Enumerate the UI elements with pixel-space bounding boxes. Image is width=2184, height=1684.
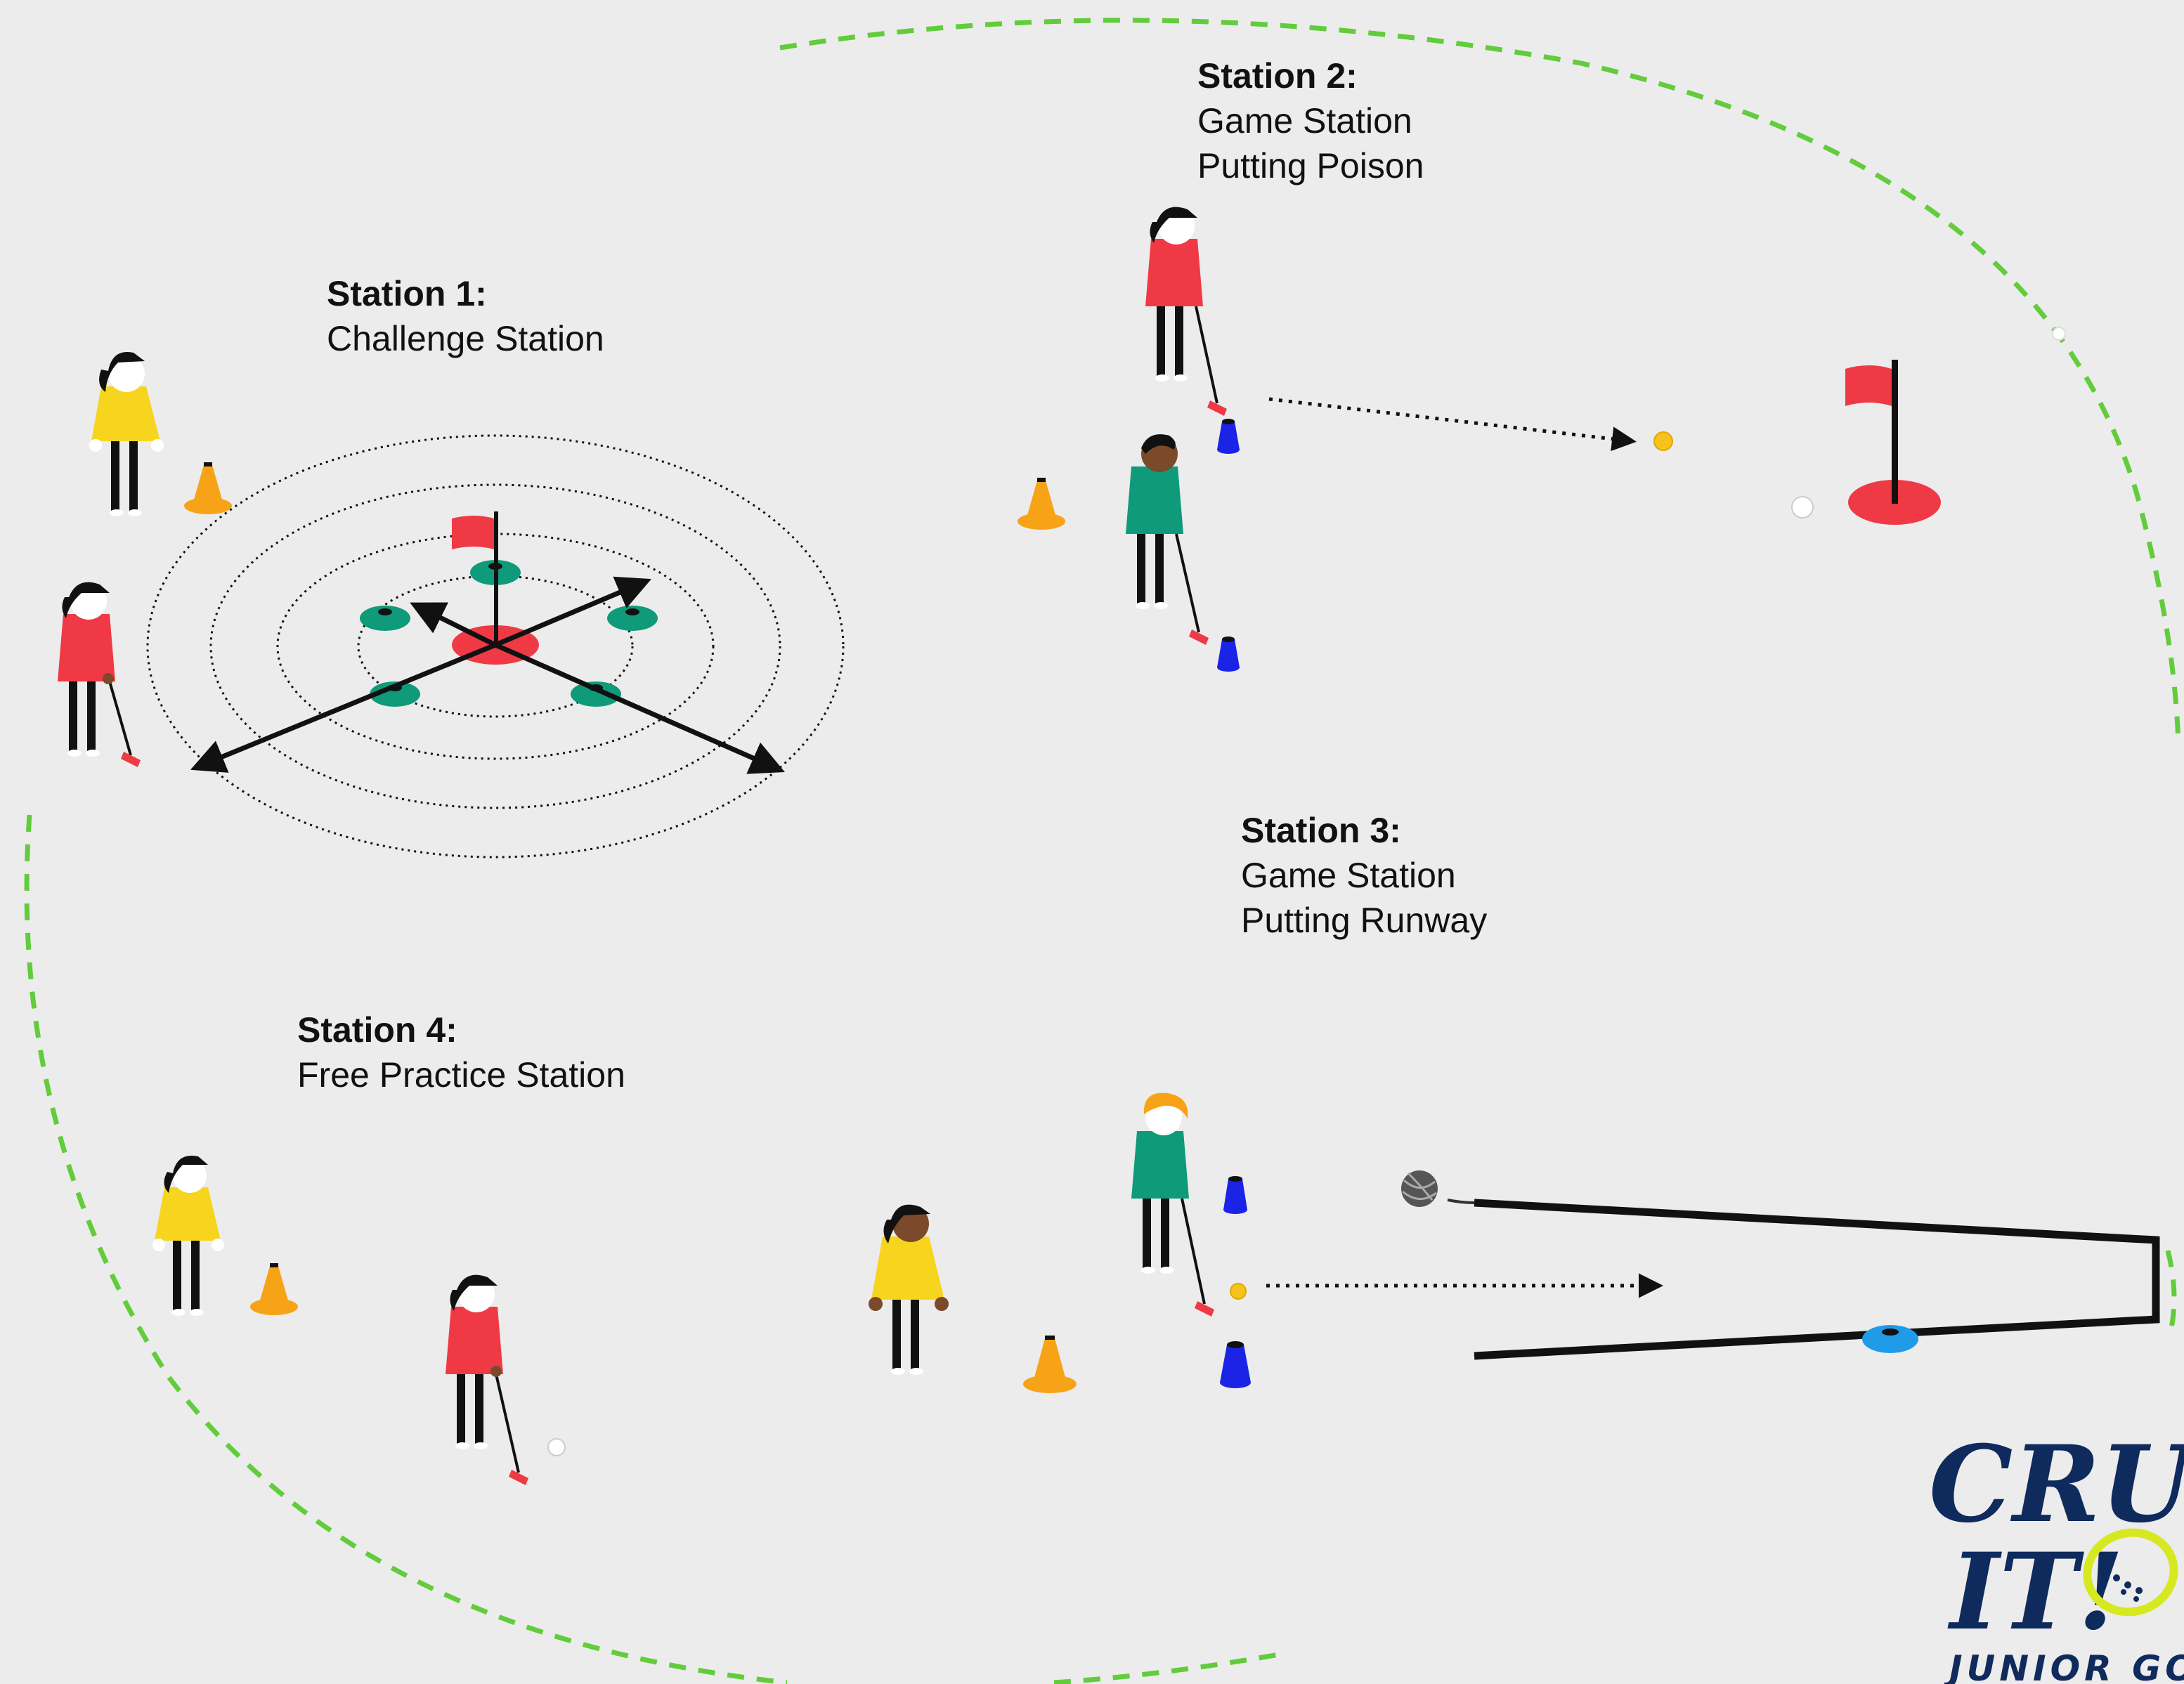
station-3-game-name: Putting Runway (1241, 901, 1488, 940)
runway-rope (1474, 1199, 2160, 1360)
station-1-title: Station 1: (327, 274, 487, 313)
golf-ball (2052, 327, 2066, 341)
player-yellow (152, 1156, 224, 1316)
light-blue-disc (1862, 1325, 1918, 1353)
golf-ball (547, 1438, 566, 1456)
player-yellow (869, 1204, 949, 1375)
station-4-description: Free Practice Station (297, 1055, 625, 1095)
logo-line1: CRUSH (1929, 1423, 2184, 1546)
player-red-putting (446, 1274, 528, 1485)
station-4-label: Station 4: Free Practice Station (297, 1007, 625, 1097)
player-teal-putting (1126, 434, 1209, 645)
player-red-putting (1145, 207, 1227, 416)
orange-cones (184, 462, 1077, 1393)
teal-disc-cones (360, 560, 658, 707)
station-2-type: Game Station (1197, 101, 1412, 141)
boundary-arc-right (2165, 1250, 2177, 1329)
golf-ball-logo-mark (2083, 1528, 2178, 1617)
boundary-arc-left (24, 814, 788, 1684)
station-3-label: Station 3: Game Station Putting Runway (1241, 808, 1487, 943)
direction-arrows (190, 576, 785, 774)
station-3-title: Station 3: (1241, 811, 1401, 850)
station-3-type: Game Station (1241, 856, 1456, 895)
player-teal-putting (1131, 1092, 1214, 1317)
boundary-arc-bottom (1053, 1652, 1280, 1684)
station-2-label: Station 2: Game Station Putting Poison (1197, 53, 1424, 188)
yellow-ball (1653, 431, 1673, 451)
yarn-ball (1401, 1170, 1438, 1207)
station-1-label: Station 1: Challenge Station (327, 271, 604, 361)
crush-it-logo: CRUSH IT! JUNIOR GOLF (1929, 1423, 2184, 1684)
station-2-title: Station 2: (1197, 56, 1358, 96)
flag-station1 (452, 511, 498, 645)
player-red-putting (58, 582, 141, 767)
boundary-arc-top (779, 18, 2181, 745)
station-2-game-name: Putting Poison (1197, 146, 1424, 185)
station-1-description: Challenge Station (327, 319, 604, 358)
station-4-title: Station 4: (297, 1010, 457, 1050)
yellow-ball (1230, 1283, 1247, 1300)
golf-ball (1791, 496, 1814, 518)
flag-station2 (1845, 360, 1898, 504)
player-yellow (89, 352, 164, 516)
putt-path-arrow (1268, 397, 1637, 452)
blue-cones (1217, 419, 1251, 1388)
logo-tagline: JUNIOR GOLF (1943, 1648, 2184, 1684)
